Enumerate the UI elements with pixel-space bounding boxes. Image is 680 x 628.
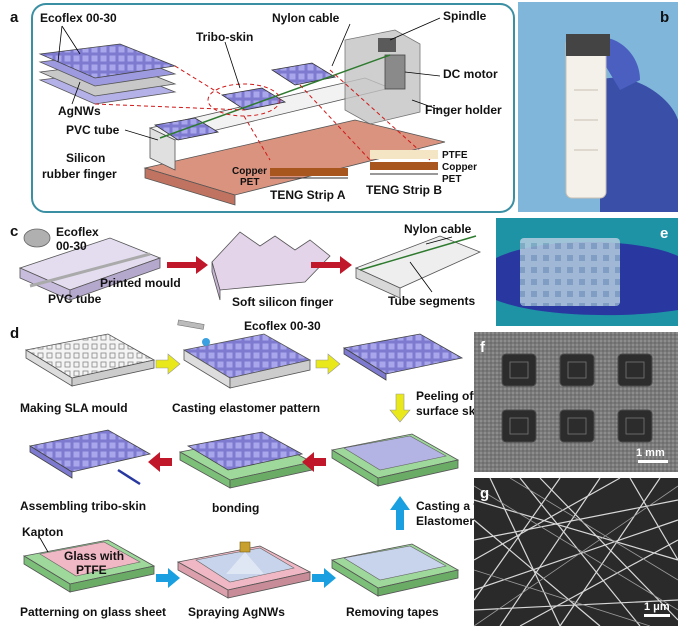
arrow-d-2 [315, 353, 341, 375]
label-strip-b-copper: Copper [442, 162, 477, 173]
bonding-skin [186, 431, 304, 471]
d-label-bonding: bonding [212, 501, 259, 515]
d-label-spraying: Spraying AgNWs [188, 605, 285, 619]
scalebar-f [638, 460, 668, 463]
panel-g-letter: g [480, 485, 489, 502]
c-label-ecoflex-1: Ecoflex [56, 225, 99, 239]
spray-nozzle-icon [239, 541, 251, 553]
strip-b-ptfe [370, 150, 438, 159]
scalebar-f-label: 1 mm [636, 447, 665, 459]
label-strip-b-ptfe: PTFE [442, 150, 468, 161]
c-label-ecoflex-2: 00-30 [56, 239, 87, 253]
finger-holder [344, 29, 421, 125]
glass-ptfe [39, 541, 141, 577]
label-strip-b-pet: PET [442, 174, 461, 185]
panel-g: 1 μm g [473, 477, 679, 627]
label-pvc-tube: PVC tube [66, 123, 120, 137]
d-label-peeling-1: Peeling off [416, 389, 478, 403]
assembly-tool-icon [117, 468, 141, 486]
thin-film [343, 435, 447, 471]
label-finger-holder: Finger holder [425, 103, 502, 117]
layer-stack [38, 43, 177, 105]
callout-lines [94, 65, 431, 161]
panel-e: e [496, 218, 678, 326]
strip-b-copper [370, 162, 438, 170]
label-silicon-2: rubber finger [42, 167, 117, 181]
glove-icon [600, 77, 678, 213]
d-label-step1: Making SLA mould [20, 401, 128, 415]
c-label-pvc-tube: PVC tube [48, 292, 102, 306]
c-label-nylon-cable: Nylon cable [404, 222, 472, 236]
d-label-patterning: Patterning on glass sheet [20, 605, 166, 619]
d-label-glass-1: Glass with [64, 549, 124, 563]
tribo-skin-photo [520, 238, 620, 306]
pvc-tube-rod [29, 252, 151, 288]
label-strip-a: TENG Strip A [270, 188, 346, 202]
label-strip-b: TENG Strip B [366, 183, 442, 197]
label-nylon-cable: Nylon cable [272, 11, 340, 25]
scalebar-g-label: 1 μm [644, 601, 670, 613]
label-ecoflex: Ecoflex 00-30 [40, 11, 117, 25]
droplet-icon [202, 338, 210, 346]
arrow-d-6 [390, 496, 410, 530]
arrow-d-5 [302, 452, 326, 472]
strip-a-copper [270, 168, 348, 176]
label-spindle: Spindle [443, 9, 487, 23]
panel-c-letter: c [10, 223, 18, 240]
d-label-peeling-2: surface skin [416, 404, 486, 418]
arrow-c-2 [311, 256, 352, 274]
removed-tapes-film [343, 545, 447, 581]
nanowire-network [473, 477, 679, 627]
dropper-icon [177, 319, 205, 330]
label-agnws: AgNWs [58, 104, 101, 118]
assembled-tribo-skin [28, 429, 152, 473]
label-tribo-skin: Tribo-skin [196, 30, 253, 44]
arrow-d-4 [148, 452, 172, 472]
tribo-skin-2 [220, 87, 287, 111]
spindle [378, 38, 396, 52]
d-label-ecoflex: Ecoflex 00-30 [244, 319, 321, 333]
motor-head-icon [566, 34, 610, 56]
d-label-removing: Removing tapes [346, 605, 439, 619]
panel-a: a [10, 3, 515, 213]
ecoflex-cup-icon [23, 228, 51, 248]
c-label-tube-segments: Tube segments [388, 294, 475, 308]
peeled-skin [342, 333, 464, 375]
arrow-d-1 [155, 353, 181, 375]
dc-motor [384, 54, 406, 90]
arrow-d-8 [312, 568, 336, 588]
silicon-rubber-finger [143, 77, 446, 206]
arrow-d-3 [389, 393, 411, 423]
panel-c: c Ecoflex 00-30 Printed mould PVC tube S… [10, 222, 482, 309]
d-label-assembling: Assembling tribo-skin [20, 499, 146, 513]
label-strip-a-pet: PET [240, 177, 259, 188]
label-silicon-1: Silicon [66, 151, 105, 165]
c-label-soft-finger: Soft silicon finger [232, 295, 334, 309]
spray-cone-icon [226, 552, 264, 574]
panel-e-letter: e [660, 225, 668, 242]
d-label-kapton: Kapton [22, 525, 63, 539]
panel-f-letter: f [480, 339, 486, 356]
panel-d-letter: d [10, 325, 19, 342]
pointer-lines-a [57, 17, 441, 141]
panel-b-letter: b [660, 9, 669, 26]
arrow-c-1 [167, 256, 208, 274]
panel-f: 1 mm f [474, 332, 678, 472]
finger-device-icon [565, 37, 607, 199]
d-label-step2: Casting elastomer pattern [172, 401, 320, 415]
tribo-skin-3 [270, 62, 337, 86]
c-nylon-cable-line [359, 235, 477, 271]
panel-b: b [518, 2, 678, 213]
panel-a-letter: a [10, 9, 19, 26]
nylon-cable-line [159, 54, 391, 139]
c-label-printed-mould: Printed mould [100, 276, 181, 290]
panel-d: d Making SLA mould Ecoflex 00-30 Casting… [10, 319, 499, 619]
arrow-d-7 [156, 568, 180, 588]
scalebar-g [644, 614, 670, 617]
soft-silicon-finger [211, 231, 331, 291]
d-label-glass-2: PTFE [76, 563, 107, 577]
label-dc-motor: DC motor [443, 67, 498, 81]
label-strip-a-copper: Copper [232, 166, 267, 177]
